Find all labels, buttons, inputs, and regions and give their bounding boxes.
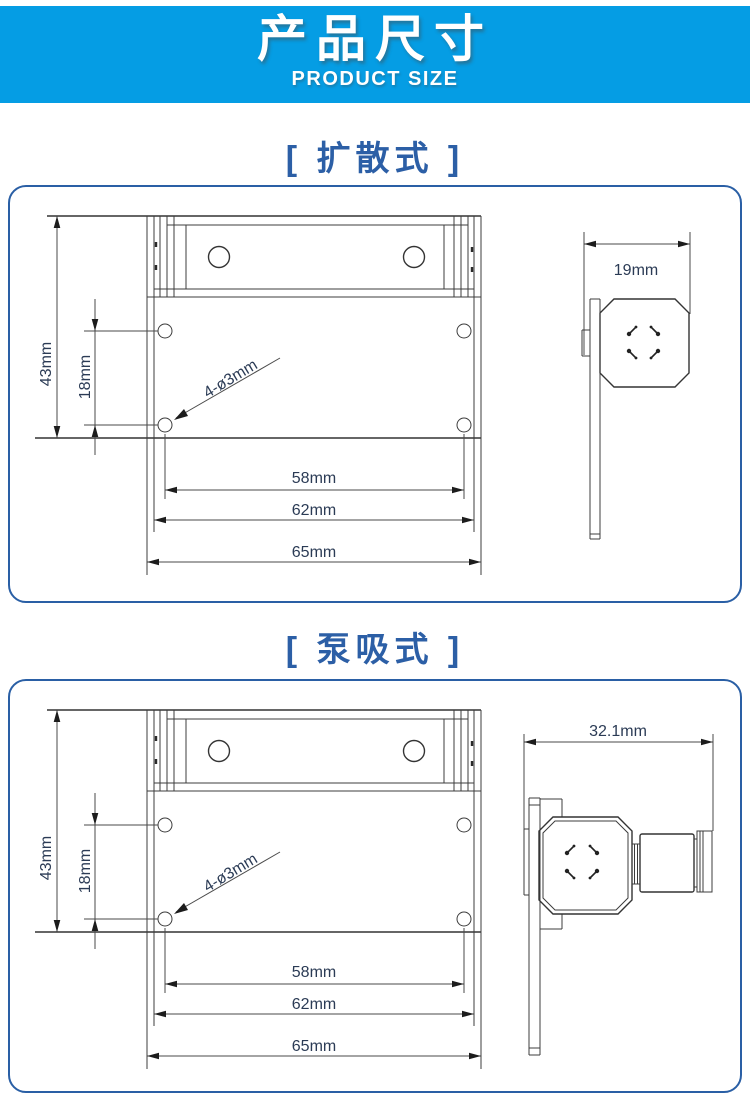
dim-holes-note-label: 4-ø3mm (201, 357, 261, 402)
side-view-drawing: 32.1mm (523, 723, 714, 1056)
solenoid-body-inner (542, 820, 629, 911)
panel-diffusion: 43mm 18mm 4-ø3mm (8, 185, 742, 603)
dim-depth: 19mm (583, 232, 691, 355)
mounting-plate (581, 298, 601, 540)
dim-height: 43mm (38, 710, 61, 932)
dim-hole-span-label: 58mm (292, 964, 336, 981)
front-view-drawing: 43mm 18mm 4-ø3mm 58mm (35, 709, 482, 1069)
dim-holes-note: 4-ø3mm (174, 357, 281, 420)
dim-hole-span-label: 58mm (292, 470, 336, 487)
bracket-hole-right (402, 245, 426, 269)
dim-height: 43mm (38, 216, 61, 438)
pneumatic-fitting (631, 830, 713, 893)
dim-height-label: 43mm (38, 836, 55, 880)
fitting-cylinder (639, 833, 695, 893)
front-view-drawing: 43mm 18mm 4-ø3mm (35, 215, 482, 575)
page-title: 产品尺寸 (257, 11, 493, 67)
dim-overall-width: 65mm (147, 544, 481, 566)
dim-hole-span: 58mm (164, 928, 465, 993)
screw-slots (564, 844, 600, 880)
dim-overall-width-label: 65mm (292, 1038, 336, 1055)
dim-holes-note-label: 4-ø3mm (201, 851, 261, 896)
side-view-drawing: 19mm (581, 232, 691, 540)
dim-depth-label: 32.1mm (589, 723, 647, 740)
header-banner: 产品尺寸 PRODUCT SIZE (0, 6, 750, 103)
fitting-cap (696, 830, 713, 893)
diffusion-drawing: 43mm 18mm 4-ø3mm (35, 215, 691, 575)
mounting-bracket (147, 710, 481, 792)
dim-overall-width-label: 65mm (292, 544, 336, 561)
section-title-diffusion: [ 扩散式 ] (285, 140, 465, 178)
mounting-bracket (147, 216, 481, 298)
solenoid-body-outer (538, 816, 633, 915)
dim-body-width: 62mm (154, 502, 474, 524)
screw-slots (626, 325, 661, 360)
dim-overall-width: 65mm (147, 1038, 481, 1060)
bracket-hole-left (207, 245, 231, 269)
dim-hole-offset-label: 18mm (77, 849, 94, 893)
mounting-holes (157, 323, 472, 433)
section-title-pump: [ 泵吸式 ] (285, 631, 465, 669)
dim-hole-offset: 18mm (77, 299, 158, 455)
panel-pump: 43mm 18mm 4-ø3mm 58mm (8, 679, 742, 1093)
dim-body-width-label: 62mm (292, 502, 336, 519)
mounting-holes (157, 817, 472, 927)
bracket-hole-right (402, 739, 426, 763)
dim-height-label: 43mm (38, 342, 55, 386)
dim-hole-span: 58mm (164, 434, 465, 499)
dim-hole-offset: 18mm (77, 793, 158, 949)
pump-drawing: 43mm 18mm 4-ø3mm 58mm (35, 709, 714, 1069)
dim-depth-label: 19mm (614, 262, 658, 279)
dim-body-width-label: 62mm (292, 996, 336, 1013)
mounting-plate (523, 797, 563, 1056)
dim-hole-offset-label: 18mm (77, 355, 94, 399)
solenoid-body (599, 298, 690, 388)
dim-body-width: 62mm (154, 996, 474, 1018)
dim-holes-note: 4-ø3mm (174, 851, 281, 914)
bracket-hole-left (207, 739, 231, 763)
dim-depth: 32.1mm (523, 723, 714, 831)
page-subtitle: PRODUCT SIZE (291, 68, 459, 90)
